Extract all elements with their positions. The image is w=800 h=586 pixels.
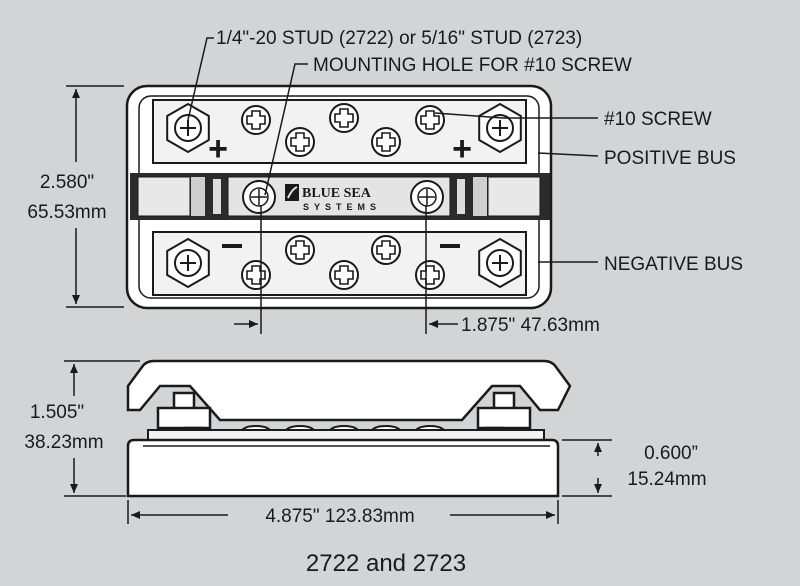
- stud-icon: [166, 237, 210, 289]
- hole-spacing-label: 1.875" 47.63mm: [461, 315, 600, 336]
- mounting-hole-label: MOUNTING HOLE FOR #10 SCREW: [313, 55, 632, 76]
- screw-icon: [285, 127, 315, 157]
- screw-icon: [371, 127, 401, 157]
- screw-icon: [329, 103, 359, 133]
- screw-icon: [329, 260, 359, 290]
- base-height-mm: 15.24mm: [627, 469, 706, 490]
- top-view: BLUE SEA SYSTEMS + +: [125, 84, 553, 310]
- callout-leaders: [187, 37, 599, 263]
- studs: [166, 102, 522, 289]
- screw-icon: [415, 105, 445, 135]
- stud-icon: [166, 102, 210, 154]
- hole-spacing-dimension: [234, 205, 458, 334]
- side-height-inches: 1.505": [30, 402, 84, 423]
- height-mm: 65.53mm: [27, 202, 106, 223]
- length-dimension: [127, 500, 559, 524]
- screw-icon: [241, 105, 271, 135]
- screw-icon: [415, 260, 445, 290]
- side-view-cover: [126, 359, 572, 422]
- mounting-hole-right: [410, 180, 444, 214]
- blue-sea-logo: BLUE SEA SYSTEMS: [285, 184, 381, 212]
- base-height-inches: 0.600”: [644, 443, 698, 464]
- mounting-hole-left: [242, 180, 276, 214]
- side-height-dimension: [64, 360, 140, 497]
- side-view: [126, 359, 572, 498]
- length-label: 4.875" 123.83mm: [265, 506, 414, 527]
- screw-icon: [285, 235, 315, 265]
- screw-icon: [241, 260, 271, 290]
- height-dimension: [66, 85, 124, 308]
- stud-icon: [478, 102, 522, 154]
- brand-subname: SYSTEMS: [303, 202, 381, 212]
- height-inches: 2.580": [40, 172, 94, 193]
- model-title: 2722 and 2723: [306, 550, 466, 577]
- brand-name: BLUE SEA: [302, 186, 372, 201]
- minus-symbol: [222, 244, 242, 248]
- negative-bus-label: NEGATIVE BUS: [604, 254, 743, 275]
- plus-symbol: +: [208, 130, 228, 168]
- stud-icon: [478, 237, 522, 289]
- side-height-mm: 38.23mm: [24, 432, 103, 453]
- minus-symbol: [440, 244, 460, 248]
- screw-icon: [371, 235, 401, 265]
- screw-label: #10 SCREW: [604, 109, 712, 130]
- stud-label: 1/4"-20 STUD (2722) or 5/16" STUD (2723): [216, 28, 582, 49]
- base-height-dimension: [562, 439, 612, 497]
- positive-bus-label: POSITIVE BUS: [604, 148, 736, 169]
- side-view-base: [126, 438, 560, 498]
- plus-symbol: +: [452, 130, 472, 168]
- screws: [241, 103, 445, 290]
